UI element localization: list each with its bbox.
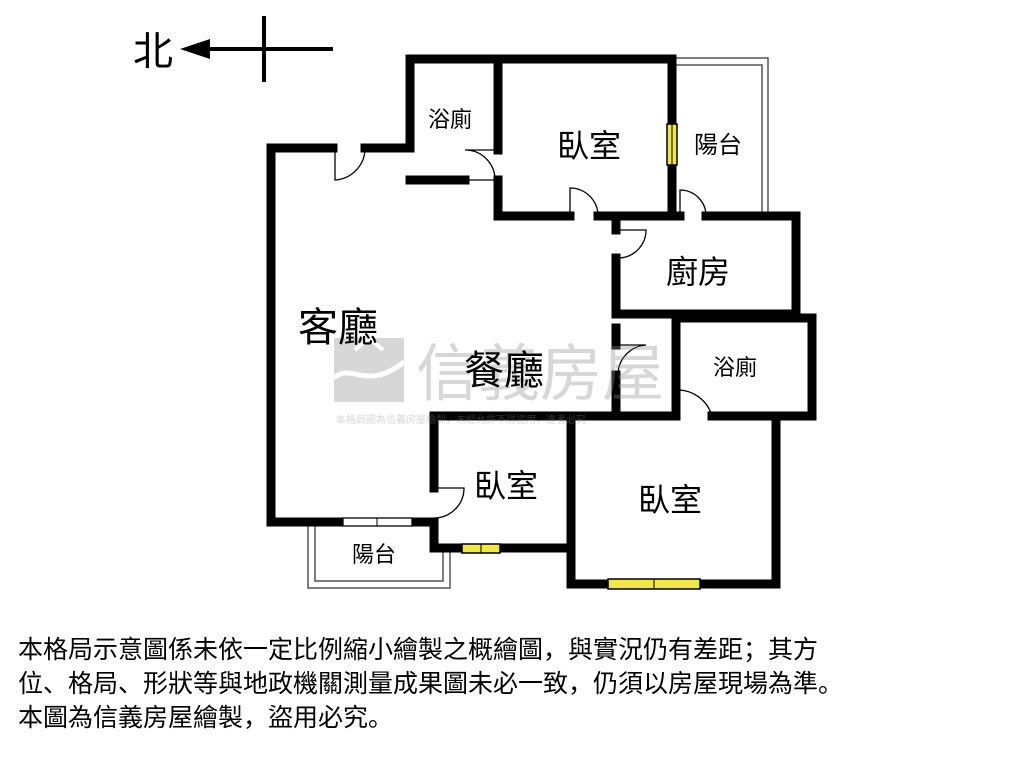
windows: [342, 123, 701, 590]
doors: [334, 148, 713, 519]
watermark-brand: 信義房屋: [416, 340, 664, 409]
disclaimer-line-1: 本格局示意圖係未依一定比例縮小繪製之概繪圖，與實況仍有差距；其方: [18, 635, 819, 664]
door-entrance: [334, 148, 366, 181]
room-label-balcony-bottom: 陽台: [352, 543, 396, 568]
room-label-bath-middle: 浴廁: [713, 356, 757, 381]
door-kitchen-1: [616, 229, 647, 259]
disclaimer-line-3: 本圖為信義房屋繪製，盜用必究。: [18, 703, 394, 732]
north-label: 北: [133, 29, 173, 75]
compass: 北: [133, 16, 333, 82]
door-bedroom-top: [569, 187, 599, 217]
door-kitchen-2: [616, 344, 647, 376]
room-label-balcony-top: 陽台: [694, 131, 742, 159]
disclaimer-line-2: 位、格局、形狀等與地政機關測量成果圖未必一致，仍須以房屋現場為準。: [18, 669, 844, 698]
door-balcony-top: [679, 189, 707, 217]
room-label-dining: 餐廳: [464, 348, 544, 394]
disclaimer: 本格局示意圖係未依一定比例縮小繪製之概繪圖，與實況仍有差距；其方 位、格局、形狀…: [18, 633, 1008, 735]
watermark-notice: 本格局圖為信義房屋繪製，未經允許不得盜用，違者必究: [336, 413, 586, 426]
door-bedroom-small: [433, 487, 465, 519]
room-label-bedroom-large: 臥室: [638, 481, 702, 519]
room-label-bath-north: 浴廁: [428, 108, 472, 133]
door-bath-north: [465, 149, 498, 181]
walls: [266, 54, 817, 589]
balcony-top-outline: [672, 57, 769, 216]
door-bath-middle: [675, 389, 713, 417]
room-label-living: 客廳: [298, 305, 378, 351]
room-label-bedroom-top: 臥室: [557, 127, 621, 165]
north-arrow-icon: [180, 16, 333, 82]
balcony-bottom-outline: [307, 522, 451, 589]
room-label-kitchen: 廚房: [666, 253, 730, 291]
room-label-bedroom-small: 臥室: [474, 467, 538, 505]
watermark-logo-icon: [332, 335, 406, 402]
